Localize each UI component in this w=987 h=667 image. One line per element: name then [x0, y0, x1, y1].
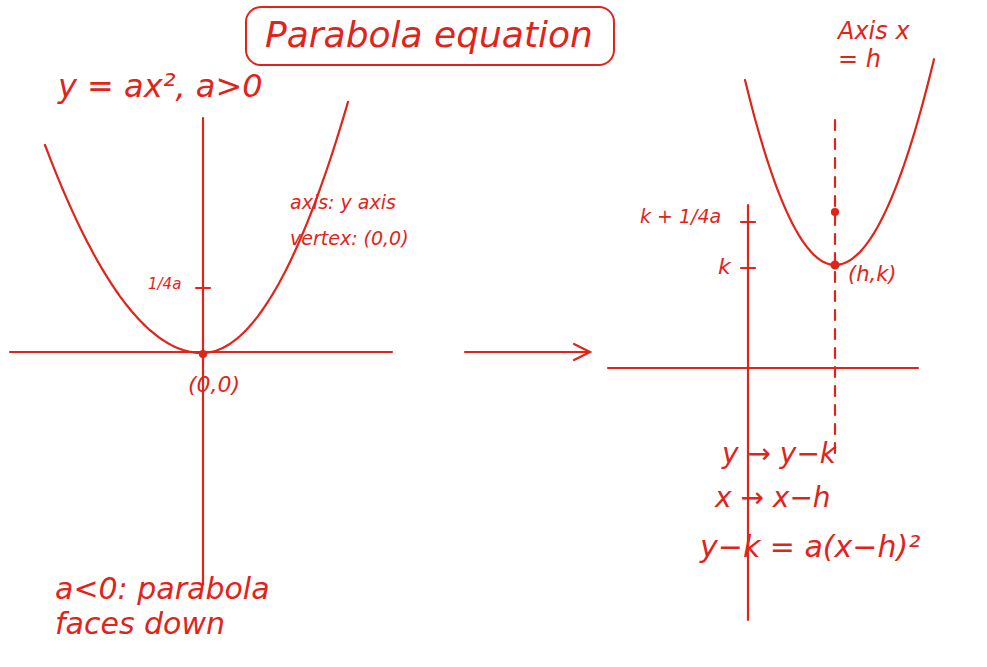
handwritten-label: axis: y axis — [290, 192, 396, 214]
tick-mark — [196, 287, 210, 289]
handwritten-label: x → x−h — [715, 482, 831, 514]
handwritten-label: (h,k) — [848, 262, 897, 286]
handwritten-label: y = ax², a>0 — [58, 68, 263, 105]
handwritten-label: k — [718, 254, 731, 279]
handwritten-label: y → y−k — [722, 438, 836, 470]
vertex-dot — [832, 262, 839, 269]
handwritten-label: (0,0) — [188, 372, 240, 397]
handwritten-label: vertex: (0,0) — [290, 228, 409, 250]
handwritten-label: 1/4a — [148, 276, 181, 293]
handwritten-label: y−k = a(x−h)² — [700, 530, 920, 565]
axis-of-symmetry — [834, 120, 836, 455]
title-box: Parabola equation — [245, 6, 615, 66]
focus-dot — [832, 209, 838, 215]
x-axis — [608, 367, 918, 369]
parabola-curve — [745, 59, 934, 265]
transform-arrow — [465, 351, 588, 353]
arrow-head — [574, 344, 590, 360]
vertex-dot — [200, 351, 206, 357]
handwritten-label: k + 1/4a — [640, 206, 721, 228]
title-text: Parabola equation — [265, 14, 595, 55]
tick-mark — [741, 267, 755, 269]
handwritten-label: Axis x = h — [838, 18, 918, 73]
tick-mark — [741, 221, 755, 223]
handwritten-label: a<0: parabola faces down — [55, 572, 355, 641]
